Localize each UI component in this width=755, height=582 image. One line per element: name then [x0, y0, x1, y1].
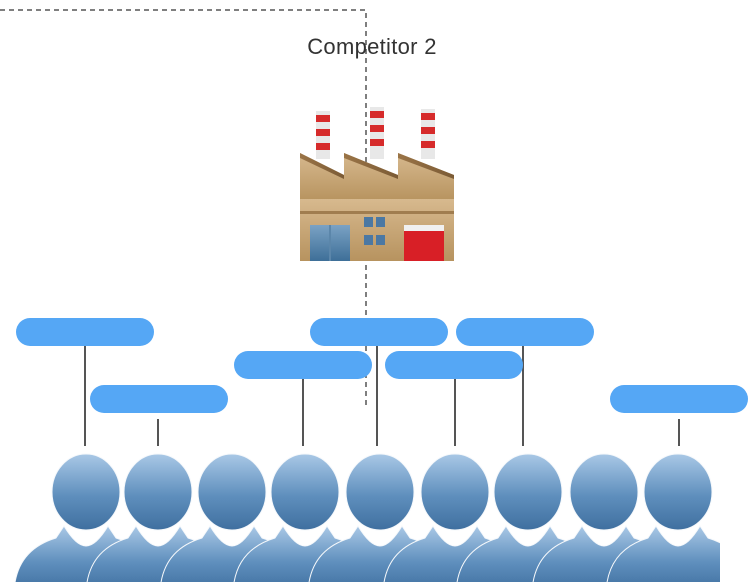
factory-icon — [300, 107, 454, 261]
competitor-title: Competitor 2 — [307, 34, 437, 59]
label-box — [385, 351, 523, 379]
label-box — [234, 351, 372, 379]
label-box — [456, 318, 594, 346]
label-box — [16, 318, 154, 346]
label-box — [310, 318, 448, 346]
dashed-connector — [0, 9, 367, 405]
label-box — [610, 385, 748, 413]
label-box — [90, 385, 228, 413]
